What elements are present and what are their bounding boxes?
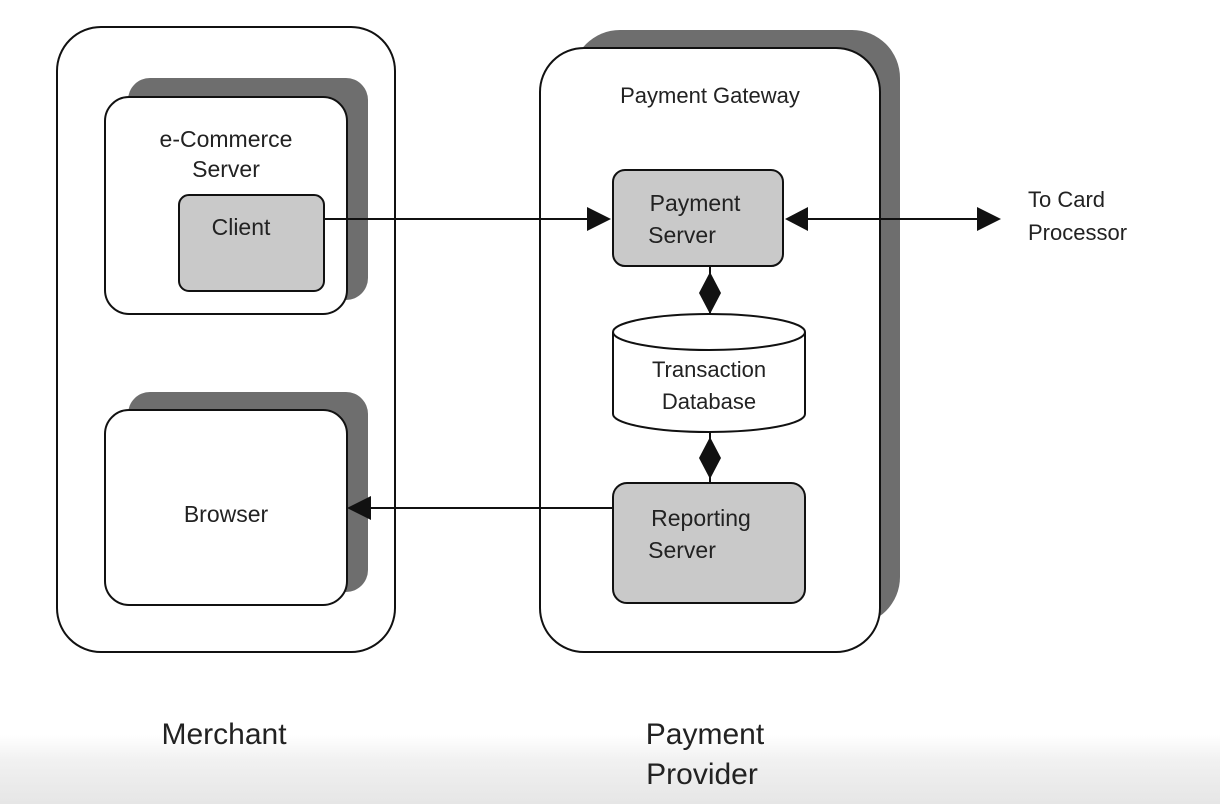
reporting-server-label-line2: Server (648, 537, 716, 563)
reporting-to-browser-arrowhead (347, 496, 371, 520)
browser-label: Browser (184, 501, 269, 527)
client-label: Client (212, 214, 271, 240)
ecommerce-server-label-line1: e-Commerce (160, 126, 293, 152)
database-label-line1: Transaction (652, 357, 766, 382)
payment-gateway-title: Payment Gateway (620, 83, 800, 108)
payment-server-label-line1: Payment (650, 190, 741, 216)
payment-server-label-line2: Server (648, 222, 716, 248)
database-body (612, 332, 806, 433)
ecommerce-server-label-line2: Server (192, 156, 260, 182)
payment-server-arrowhead-left (785, 207, 808, 231)
client-box (178, 194, 325, 292)
reporting-server-label-line1: Reporting (651, 505, 751, 531)
db-reporting-diamond (699, 437, 721, 479)
card-processor-label-line1: To Card (1028, 187, 1105, 212)
card-processor-label-group: To Card Processor (1028, 187, 1127, 245)
reporting-server-box (612, 482, 806, 604)
client-to-payment-server-arrowhead (587, 207, 611, 231)
database-top (612, 313, 806, 351)
merchant-label: Merchant (161, 718, 287, 751)
payment-provider-label-line1: Payment (646, 718, 765, 751)
payment-server-box (612, 169, 784, 267)
card-processor-label-line2: Processor (1028, 220, 1127, 245)
database-label-line2: Database (662, 389, 756, 414)
payment-provider-label-line2: Provider (646, 758, 758, 791)
card-processor-arrowhead-right (977, 207, 1001, 231)
transaction-database-cylinder (612, 313, 806, 433)
browser-box (104, 409, 348, 606)
server-db-diamond (699, 272, 721, 314)
